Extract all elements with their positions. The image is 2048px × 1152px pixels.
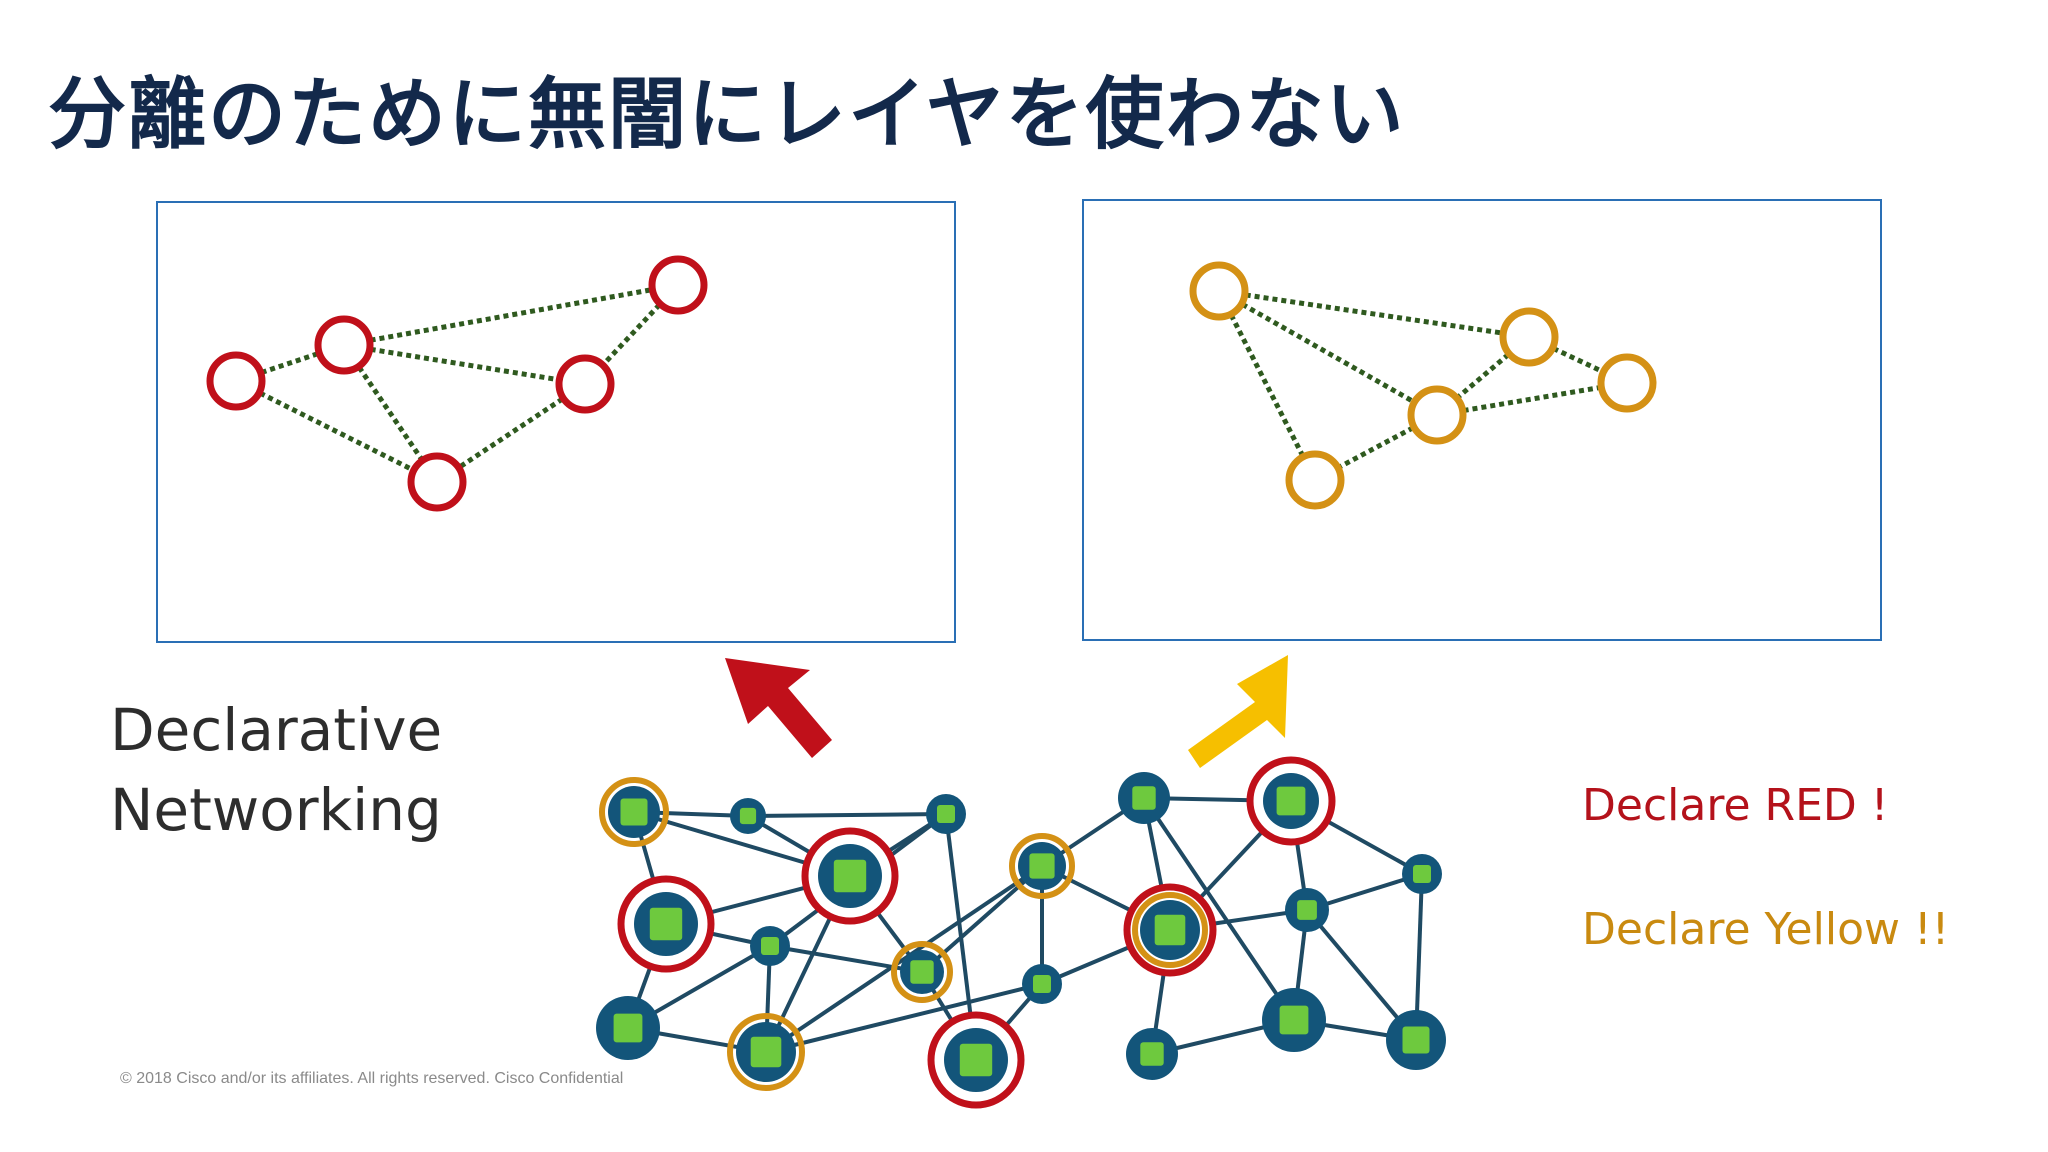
- video-camera-icon: [1132, 786, 1156, 810]
- yellow-overlay-node-y2: [1499, 307, 1559, 367]
- network-node-tablet-icon: [1285, 888, 1329, 932]
- tablet-icon: [620, 798, 648, 826]
- robot-arm-icon: [761, 937, 779, 955]
- network-node-app-store-icon: [1022, 964, 1062, 1004]
- factory-icon: [1276, 786, 1306, 816]
- network-node-factory-icon: [1246, 756, 1336, 846]
- yellow-arrow-icon: [1188, 655, 1288, 768]
- yellow-overlay-link: [1217, 288, 1439, 418]
- red-overlay-node-r3: [648, 255, 708, 315]
- yellow-ring: [1132, 892, 1208, 968]
- building-icon: [649, 907, 683, 941]
- network-node-headset-icon: [926, 794, 966, 834]
- network-node-tablet-icon: [599, 777, 669, 847]
- network-node-server-icon: [1009, 833, 1075, 899]
- server-icon: [1029, 853, 1055, 879]
- network-node-airplane-icon: [927, 1011, 1025, 1109]
- security-camera-icon: [1402, 1026, 1430, 1054]
- yellow-overlay-node-y5: [1285, 450, 1345, 510]
- network-node-group-icon: [1126, 1028, 1178, 1080]
- yellow-overlay-node-y4: [1597, 353, 1657, 413]
- network-node-office-building-icon: [891, 941, 953, 1003]
- red-overlay-link: [435, 381, 587, 485]
- red-overlay-node-r5: [407, 452, 467, 512]
- yellow-ring: [891, 941, 953, 1003]
- network-node-water-drop-icon: [727, 1013, 805, 1091]
- physical-network-diagram: [596, 756, 1446, 1109]
- network-link: [920, 864, 1044, 974]
- declarative-label: Declarative: [110, 696, 443, 764]
- network-node-light-bulb-icon: [1262, 988, 1326, 1052]
- light-bulb-icon: [1279, 1005, 1309, 1035]
- network-node-windows-icon: [801, 827, 899, 925]
- office-building-icon: [910, 960, 934, 984]
- yellow-overlay-node-y1: [1189, 261, 1249, 321]
- tablet-icon: [1297, 900, 1317, 920]
- red-overlay-link: [343, 342, 586, 387]
- user-icon: [739, 807, 757, 825]
- network-node-security-camera-icon: [1386, 1010, 1446, 1070]
- mine-cart-icon: [613, 1013, 643, 1043]
- arrows-group: [725, 655, 1288, 768]
- network-node-monitor-icon: [1402, 854, 1442, 894]
- network-node-building-icon: [617, 875, 715, 973]
- yellow-ring: [727, 1013, 805, 1091]
- red-overlay-node-r4: [555, 354, 615, 414]
- monitor-icon: [1413, 865, 1431, 883]
- yellow-overlay-link: [1218, 288, 1530, 340]
- network-link: [765, 982, 1043, 1054]
- windows-icon: [833, 859, 867, 893]
- copyright-footer: © 2018 Cisco and/or its affiliates. All …: [120, 1070, 624, 1087]
- slide-title: 分離のために無闇にレイヤを使わない: [48, 70, 1406, 160]
- red-overlay-node-r1: [206, 351, 266, 411]
- red-overlay-link: [343, 282, 679, 348]
- yellow-overlay-node-y3: [1407, 385, 1467, 445]
- yellow-ring: [599, 777, 669, 847]
- network-link: [747, 812, 947, 818]
- network-node-user-icon: [730, 798, 766, 834]
- airplane-icon: [959, 1043, 993, 1077]
- water-drop-icon: [750, 1036, 782, 1068]
- network-node-robot-arm-icon: [750, 926, 790, 966]
- yellow-overlay-diagram: [1189, 261, 1657, 510]
- network-link: [764, 864, 1044, 1054]
- network-node-video-camera-icon: [1118, 772, 1170, 824]
- yellow-overlay-panel: [1082, 199, 1882, 641]
- red-arrow-icon: [725, 658, 832, 758]
- network-link: [1142, 796, 1296, 1022]
- group-icon: [1140, 1042, 1164, 1066]
- red-overlay-diagram: [206, 255, 708, 512]
- red-overlay-link: [234, 378, 439, 485]
- headset-icon: [937, 805, 955, 823]
- yellow-ring: [1009, 833, 1075, 899]
- networking-label: Networking: [110, 776, 442, 844]
- network-node-video-conference-icon: [1123, 883, 1217, 977]
- declare-red-text: Declare RED !: [1582, 780, 1889, 831]
- video-conference-icon: [1154, 914, 1186, 946]
- app-store-icon: [1033, 975, 1051, 993]
- red-overlay-node-r2: [314, 315, 374, 375]
- declare-yellow-text: Declare Yellow !!: [1582, 904, 1950, 955]
- network-node-mine-cart-icon: [596, 996, 660, 1060]
- red-overlay-panel: [156, 201, 956, 643]
